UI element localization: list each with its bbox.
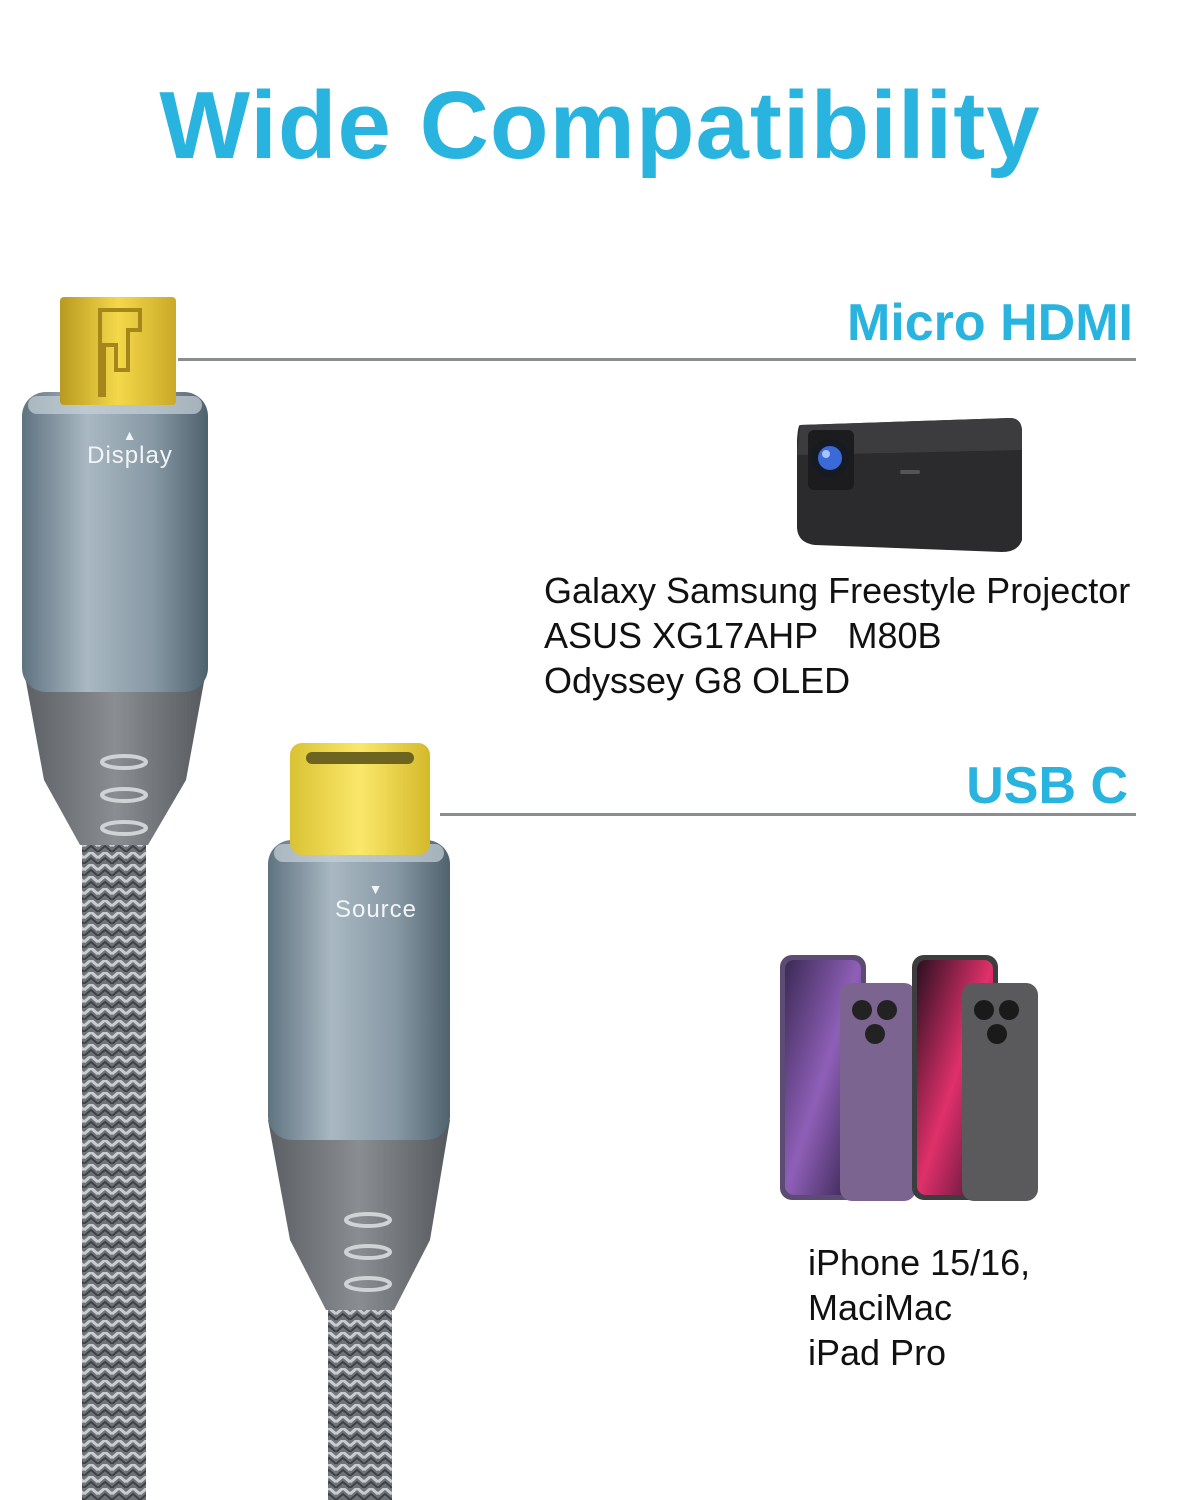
micro-hdmi-divider [178,358,1136,361]
usb-c-cable [268,743,450,1500]
page-title: Wide Compatibility [159,72,1041,179]
up-arrow-icon: ▲ [122,427,138,443]
projector-icon [797,418,1022,552]
micro-hdmi-devices: Galaxy Samsung Freestyle Projector ASUS … [544,568,1130,703]
device-item: MaciMac [808,1287,953,1328]
device-item: iPhone 15/16, [808,1242,1031,1283]
down-arrow-icon: ▼ [368,881,384,897]
display-text: Display [87,442,173,469]
display-label: ▲ Display [65,428,195,468]
device-item: ASUS XG17AHP M80B [544,615,942,656]
device-item: iPad Pro [808,1332,947,1373]
usb-c-label: USB C [966,757,1128,815]
micro-hdmi-cable [22,297,208,1500]
device-item: Galaxy Samsung Freestyle Projector [544,570,1131,611]
micro-hdmi-label: Micro HDMI [847,294,1133,352]
source-text: Source [334,896,418,923]
iphones-icon [780,955,1038,1201]
source-label: ▼ Source [308,882,444,922]
usb-c-devices: iPhone 15/16, MaciMac iPad Pro [808,1240,1030,1375]
device-item: Odyssey G8 OLED [544,660,851,701]
usb-c-divider [440,813,1136,816]
